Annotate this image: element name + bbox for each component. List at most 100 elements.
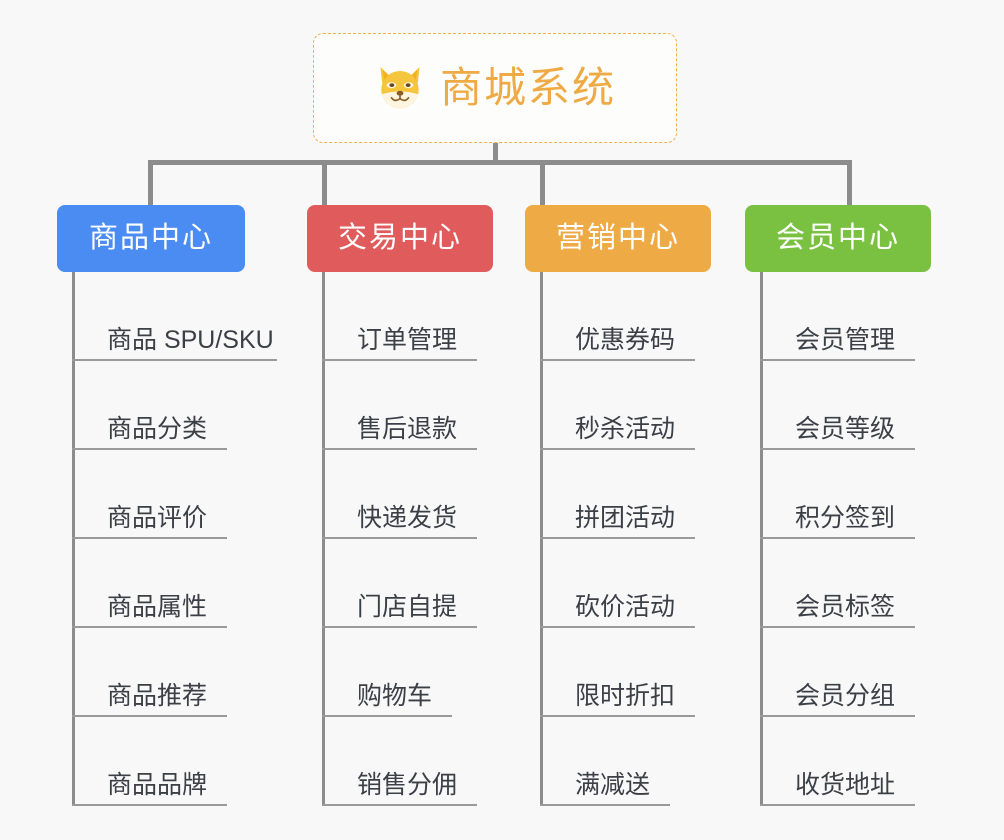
leaf-item[interactable]: 商品品牌 — [57, 717, 245, 806]
leaf-label: 收货地址 — [795, 770, 896, 799]
leaf-list-2: 订单管理 售后退款 快递发货 门店自提 购物车 销售分佣 — [307, 272, 493, 806]
leaf-label: 订单管理 — [357, 325, 458, 354]
connector-drop-3 — [540, 160, 545, 206]
branch-spine-4 — [760, 272, 763, 806]
leaf-rule — [760, 626, 915, 628]
leaf-rule — [540, 804, 670, 806]
root-node[interactable]: 商城系统 — [313, 33, 677, 143]
leaf-item[interactable]: 售后退款 — [307, 361, 493, 450]
leaf-label: 满减送 — [575, 770, 651, 799]
leaf-item[interactable]: 拼团活动 — [525, 450, 711, 539]
leaf-rule — [322, 359, 477, 361]
branch-header-4[interactable]: 会员中心 — [745, 205, 931, 272]
leaf-item[interactable]: 商品推荐 — [57, 628, 245, 717]
leaf-label: 会员分组 — [795, 681, 896, 710]
connector-drop-2 — [322, 160, 327, 206]
leaf-label: 商品评价 — [107, 503, 208, 532]
leaf-label: 砍价活动 — [575, 592, 676, 621]
leaf-rule — [760, 359, 915, 361]
leaf-rule — [760, 448, 915, 450]
branch-header-label: 营销中心 — [555, 222, 680, 254]
leaf-item[interactable]: 限时折扣 — [525, 628, 711, 717]
branch-column-2: 交易中心 订单管理 售后退款 快递发货 门店自提 购物车 — [307, 205, 493, 806]
leaf-rule — [72, 359, 277, 361]
branch-header-label: 会员中心 — [775, 222, 900, 254]
connector-drop-1 — [148, 160, 153, 206]
leaf-item[interactable]: 购物车 — [307, 628, 493, 717]
connector-drop-4 — [847, 160, 852, 206]
branch-header-label: 交易中心 — [337, 222, 462, 254]
leaf-rule — [760, 715, 915, 717]
branch-header-label: 商品中心 — [88, 222, 213, 254]
branch-column-1: 商品中心 商品 SPU/SKU 商品分类 商品评价 商品属性 商品推荐 — [57, 205, 277, 806]
leaf-item[interactable]: 商品评价 — [57, 450, 245, 539]
leaf-label: 会员标签 — [795, 592, 896, 621]
leaf-label: 商品推荐 — [107, 681, 208, 710]
branch-column-3: 营销中心 优惠券码 秒杀活动 拼团活动 砍价活动 限时折扣 — [525, 205, 711, 806]
leaf-label: 优惠券码 — [575, 325, 676, 354]
leaf-item[interactable]: 商品属性 — [57, 539, 245, 628]
leaf-item[interactable]: 商品分类 — [57, 361, 245, 450]
leaf-label: 会员等级 — [795, 414, 896, 443]
leaf-item[interactable]: 积分签到 — [745, 450, 931, 539]
leaf-rule — [322, 804, 477, 806]
leaf-item[interactable]: 收货地址 — [745, 717, 931, 806]
leaf-item[interactable]: 商品 SPU/SKU — [57, 272, 277, 361]
leaf-item[interactable]: 满减送 — [525, 717, 711, 806]
shiba-dog-face-icon — [380, 66, 420, 109]
leaf-rule — [322, 715, 452, 717]
leaf-item[interactable]: 门店自提 — [307, 539, 493, 628]
leaf-item[interactable]: 砍价活动 — [525, 539, 711, 628]
leaf-item[interactable]: 快递发货 — [307, 450, 493, 539]
leaf-rule — [72, 626, 227, 628]
leaf-label: 商品品牌 — [107, 770, 208, 799]
leaf-label: 快递发货 — [357, 503, 458, 532]
leaf-rule — [540, 359, 695, 361]
leaf-item[interactable]: 优惠券码 — [525, 272, 711, 361]
leaf-label: 商品 SPU/SKU — [107, 325, 274, 354]
branch-spine-3 — [540, 272, 543, 806]
leaf-rule — [540, 626, 695, 628]
leaf-rule — [322, 537, 477, 539]
leaf-rule — [322, 448, 477, 450]
leaf-rule — [760, 804, 915, 806]
branch-header-2[interactable]: 交易中心 — [307, 205, 493, 272]
leaf-item[interactable]: 会员标签 — [745, 539, 931, 628]
leaf-label: 商品分类 — [107, 414, 208, 443]
leaf-item[interactable]: 会员分组 — [745, 628, 931, 717]
leaf-item[interactable]: 会员管理 — [745, 272, 931, 361]
leaf-label: 限时折扣 — [575, 681, 676, 710]
leaf-list-1: 商品 SPU/SKU 商品分类 商品评价 商品属性 商品推荐 商品品牌 — [57, 272, 277, 806]
leaf-label: 秒杀活动 — [575, 414, 676, 443]
branch-header-1[interactable]: 商品中心 — [57, 205, 245, 272]
leaf-label: 积分签到 — [795, 503, 896, 532]
branch-spine-2 — [322, 272, 325, 806]
leaf-rule — [72, 804, 227, 806]
leaf-item[interactable]: 会员等级 — [745, 361, 931, 450]
connector-root-stem — [493, 143, 498, 165]
leaf-item[interactable]: 秒杀活动 — [525, 361, 711, 450]
leaf-item[interactable]: 销售分佣 — [307, 717, 493, 806]
leaf-label: 购物车 — [357, 681, 433, 710]
leaf-rule — [322, 626, 477, 628]
leaf-rule — [540, 715, 695, 717]
leaf-item[interactable]: 订单管理 — [307, 272, 493, 361]
leaf-label: 商品属性 — [107, 592, 208, 621]
leaf-label: 销售分佣 — [357, 770, 458, 799]
connector-horizontal-bus — [148, 160, 852, 165]
leaf-rule — [760, 537, 915, 539]
leaf-rule — [540, 537, 695, 539]
leaf-list-3: 优惠券码 秒杀活动 拼团活动 砍价活动 限时折扣 满减送 — [525, 272, 711, 806]
root-node-label: 商城系统 — [439, 64, 616, 111]
leaf-label: 售后退款 — [357, 414, 458, 443]
branch-column-4: 会员中心 会员管理 会员等级 积分签到 会员标签 会员分组 — [745, 205, 931, 806]
leaf-rule — [540, 448, 695, 450]
leaf-label: 拼团活动 — [575, 503, 676, 532]
leaf-label: 会员管理 — [795, 325, 896, 354]
leaf-rule — [72, 448, 227, 450]
leaf-list-4: 会员管理 会员等级 积分签到 会员标签 会员分组 收货地址 — [745, 272, 931, 806]
leaf-label: 门店自提 — [357, 592, 458, 621]
leaf-rule — [72, 537, 227, 539]
branch-header-3[interactable]: 营销中心 — [525, 205, 711, 272]
